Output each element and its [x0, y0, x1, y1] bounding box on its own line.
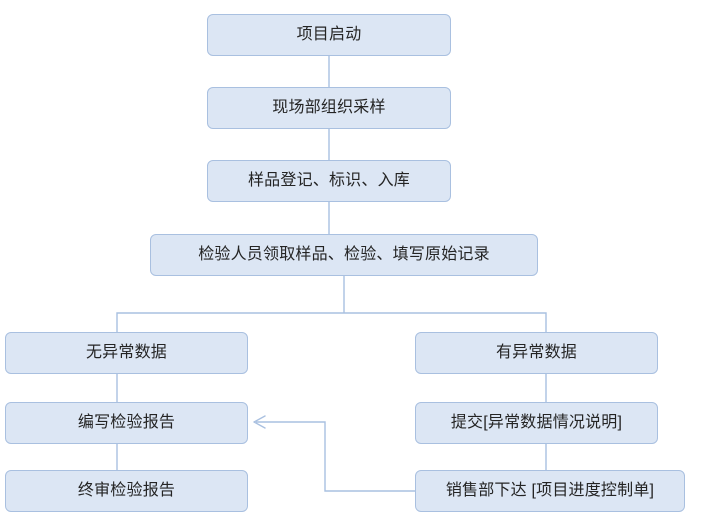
- node-project-start[interactable]: 项目启动: [207, 14, 451, 56]
- node-write-inspection-report[interactable]: 编写检验报告: [5, 402, 248, 444]
- edge-fork-right: [344, 312, 547, 332]
- edge-fork-left: [116, 312, 344, 332]
- node-sales-dept-progress-control-sheet[interactable]: 销售部下达 [项目进度控制单]: [415, 470, 685, 512]
- arrowhead-icon: [253, 415, 266, 429]
- node-submit-abnormal-data-statement[interactable]: 提交[异常数据情况说明]: [415, 402, 658, 444]
- node-final-inspection-report[interactable]: 终审检验报告: [5, 470, 248, 512]
- node-inspector-collect-test-record[interactable]: 检验人员领取样品、检验、填写原始记录: [150, 234, 538, 276]
- node-has-abnormal-data[interactable]: 有异常数据: [415, 332, 658, 374]
- node-field-dept-sampling[interactable]: 现场部组织采样: [207, 87, 451, 129]
- node-sample-registration[interactable]: 样品登记、标识、入库: [207, 160, 451, 202]
- edge-n10-n7: [256, 421, 415, 492]
- node-no-abnormal-data[interactable]: 无异常数据: [5, 332, 248, 374]
